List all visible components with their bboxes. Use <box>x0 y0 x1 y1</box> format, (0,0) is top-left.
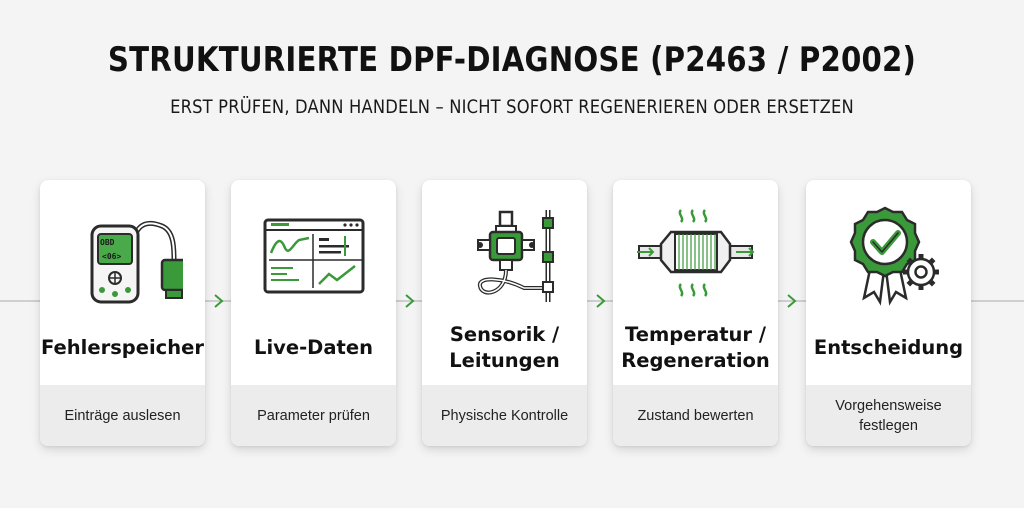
step-title: Sensorik / Leitungen <box>449 323 560 372</box>
step-title: Live-Daten <box>254 336 373 359</box>
step-title: Temperatur / Regeneration <box>621 323 770 372</box>
obd-scanner-icon: OBD <06> <box>90 220 183 304</box>
page-subtitle: ERST PRÜFEN, DANN HANDELN – NICHT SOFORT… <box>170 96 854 118</box>
svg-text:OBD: OBD <box>100 238 115 247</box>
flow-arrow-icon <box>596 294 606 308</box>
step-card-temperatur: Temperatur / Regeneration Zustand bewert… <box>613 180 778 446</box>
approval-badge-gear-icon <box>849 206 939 306</box>
step-title: Entscheidung <box>813 336 964 359</box>
svg-text:<06>: <06> <box>102 252 121 261</box>
step-card-live-daten: Live-Daten Parameter prüfen <box>231 180 396 446</box>
flow-arrow-icon <box>214 294 224 308</box>
heated-filter-icon <box>637 209 755 297</box>
page-title: STRUKTURIERTE DPF-DIAGNOSE (P2463 / P200… <box>107 40 917 80</box>
step-description: Vorgehensweise festlegen <box>806 385 971 446</box>
step-card-entscheidung: Entscheidung Vorgehensweise festlegen <box>806 180 971 446</box>
live-data-monitor-icon <box>263 218 365 294</box>
step-description: Physische Kontrolle <box>422 385 587 446</box>
step-description: Parameter prüfen <box>231 385 396 446</box>
step-description: Zustand bewerten <box>613 385 778 446</box>
step-card-sensorik: Sensorik / Leitungen Physische Kontrolle <box>422 180 587 446</box>
step-title: Fehlerspeicher <box>41 336 204 359</box>
step-card-fehlerspeicher: OBD <06> Fehlerspeicher Einträge auslese… <box>40 180 205 446</box>
flow-arrow-icon <box>787 294 797 308</box>
flow-arrow-icon <box>405 294 415 308</box>
step-description: Einträge auslesen <box>40 385 205 446</box>
sensor-lines-icon <box>477 210 554 302</box>
